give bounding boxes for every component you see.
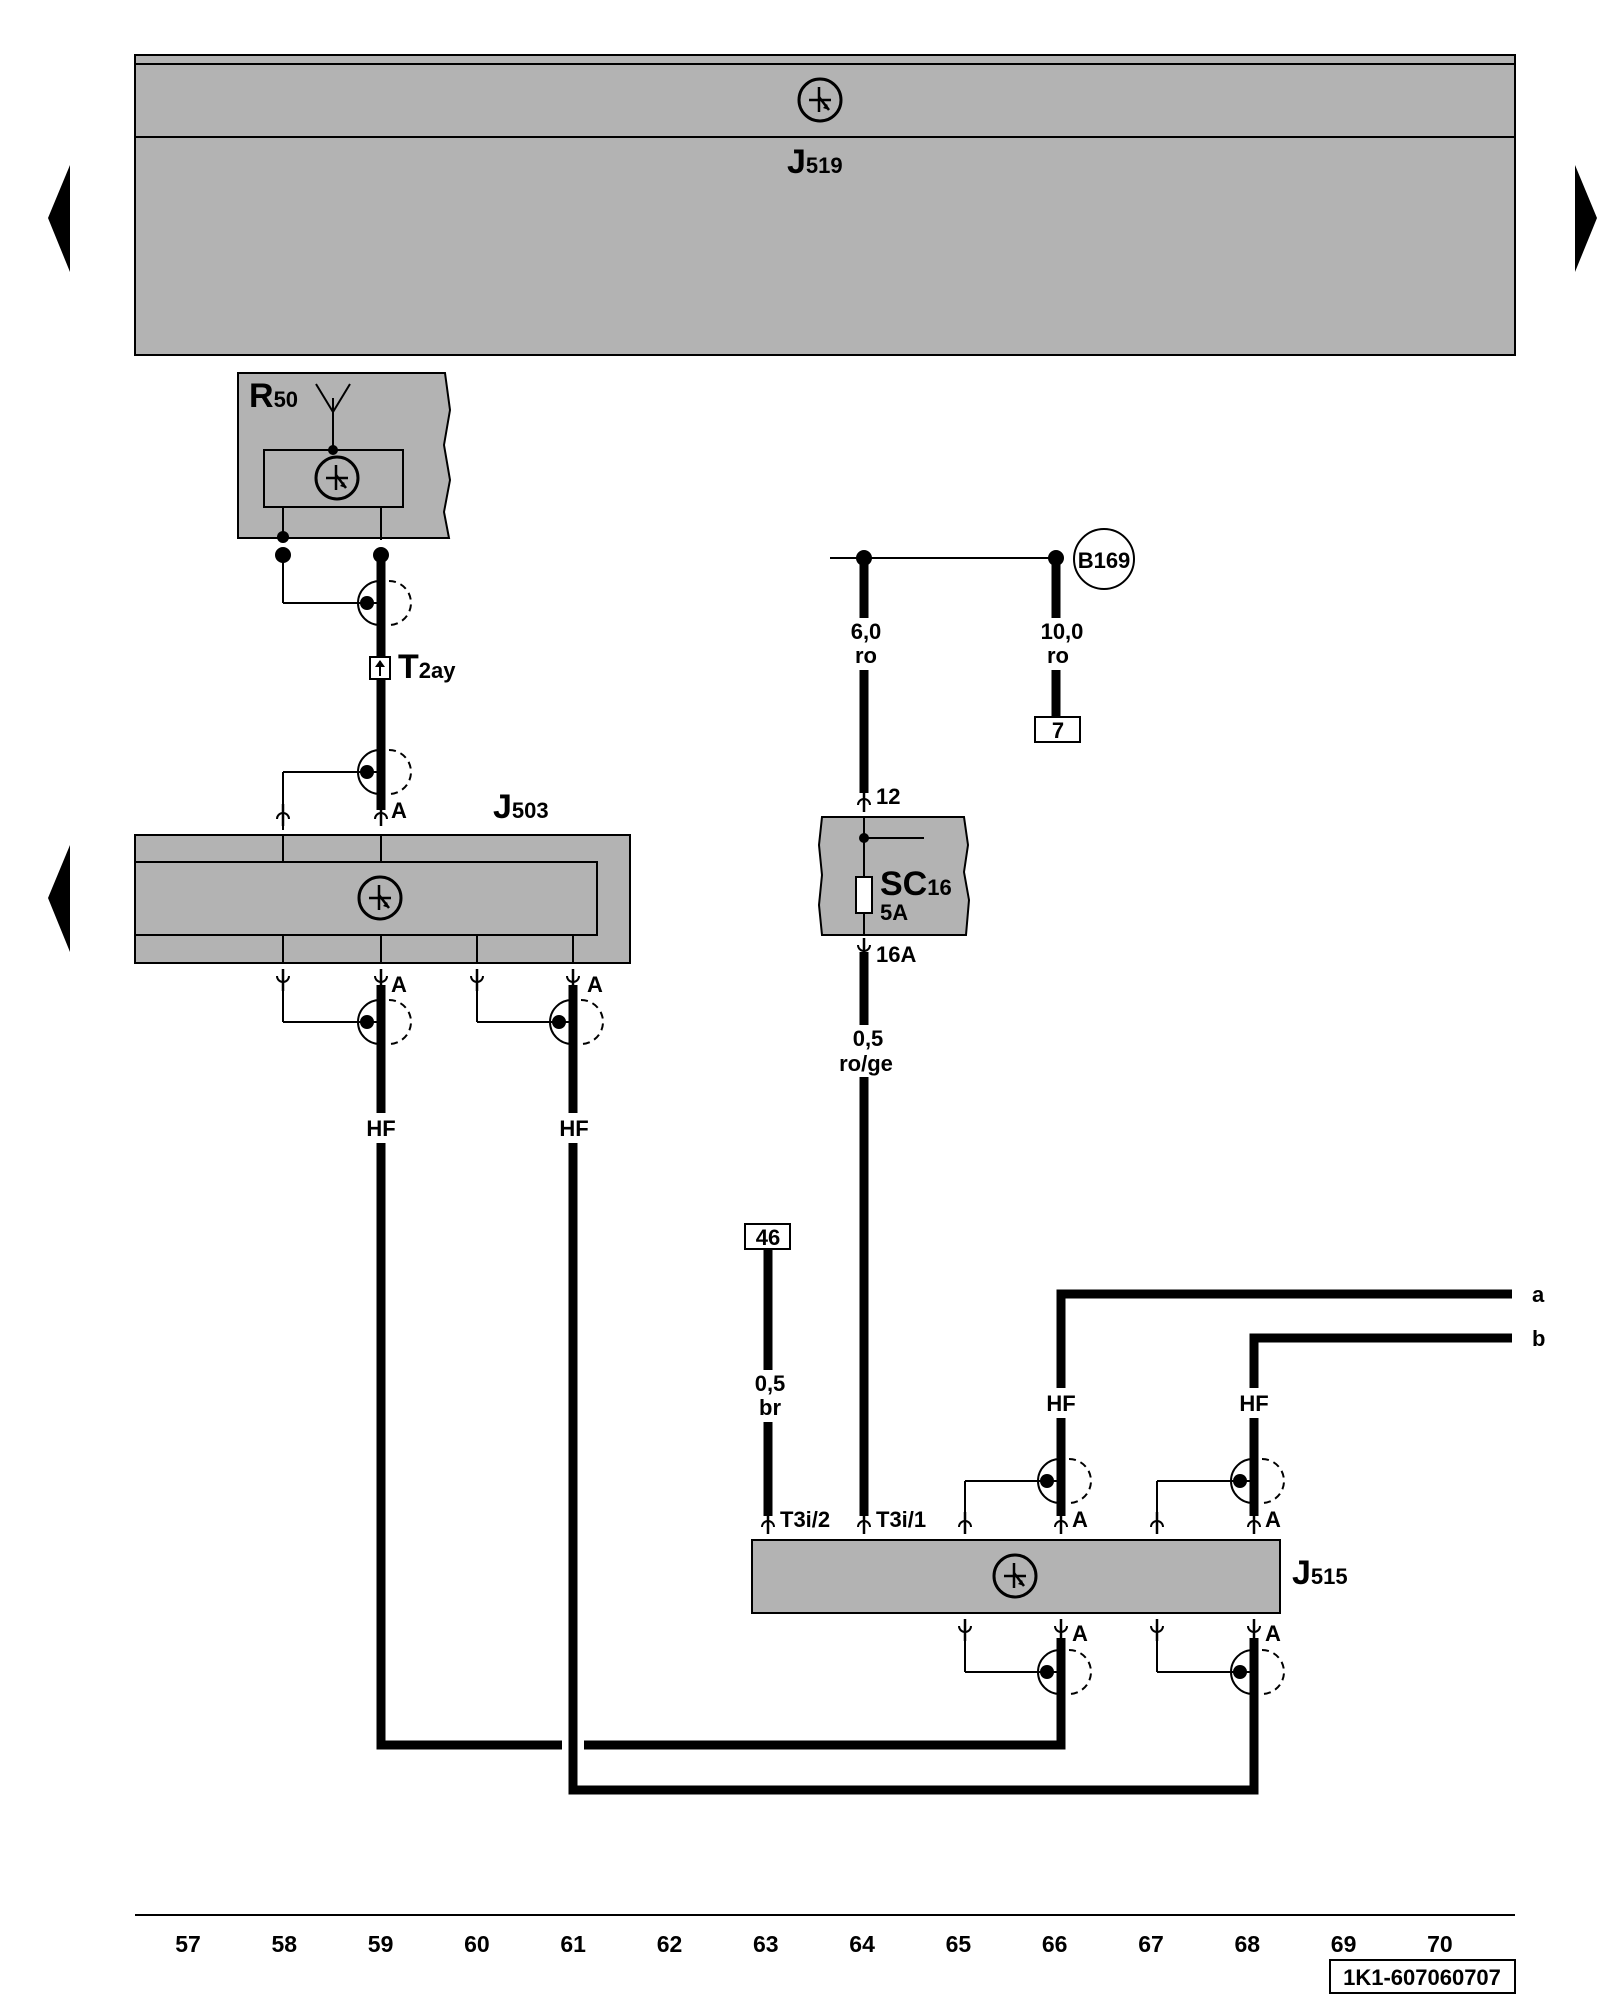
nav-left-top-icon[interactable] [48, 165, 70, 272]
j515-module: J515 [751, 1539, 1348, 1614]
wire-hf-j503-j515-a[interactable] [376, 985, 562, 1750]
ref-box-7[interactable] [1034, 716, 1081, 743]
sc16-rating: 5A [880, 900, 908, 925]
pin-label-a: A [1072, 1621, 1088, 1646]
sc16-fuse: SC16 5A [817, 816, 971, 936]
diagram-id-label: 1K1-607060707 [1343, 1965, 1501, 1990]
pin-icon [275, 967, 291, 993]
t2ay-connector: T2ay [369, 648, 456, 686]
ref-b-label: b [1532, 1326, 1545, 1351]
t2ay-label: T2ay [398, 648, 456, 686]
pin-icon [1149, 1617, 1165, 1643]
pin-label-a: A [1265, 1507, 1281, 1532]
column-number: 66 [1042, 1931, 1068, 1957]
wire-hf-j503-j515-a2[interactable] [584, 1638, 1066, 1750]
r50-antenna: R50 [237, 372, 452, 543]
pin-label-12: 12 [876, 784, 900, 809]
pin-icon [469, 967, 485, 993]
pin-icon [1149, 1510, 1165, 1536]
column-numbers: 57 58 59 60 61 62 63 64 65 66 67 68 69 70 [175, 1931, 1452, 1957]
column-number: 68 [1235, 1931, 1261, 1957]
wire-size-label: 6,0 [851, 619, 882, 644]
r50-label: R50 [249, 377, 298, 415]
pin-icon [275, 802, 291, 828]
wire-size-label: 0,5 [755, 1371, 786, 1396]
column-number: 60 [464, 1931, 490, 1957]
pin-icon [856, 788, 872, 814]
pin-icon [1053, 1617, 1069, 1643]
wire-color-label: ro [855, 643, 877, 668]
hf-label: HF [559, 1116, 588, 1141]
wire-color-label: ro/ge [839, 1051, 893, 1076]
fuse-icon [855, 876, 873, 914]
pin-label-a: A [1265, 1621, 1281, 1646]
wire-hf-j503-j515-b[interactable] [568, 985, 1259, 1795]
ref-46-label: 46 [756, 1225, 780, 1250]
ref-a-label: a [1532, 1282, 1545, 1307]
hf-label: HF [1046, 1391, 1075, 1416]
pin-label-16a: 16A [876, 942, 916, 967]
wire-hf-out-a[interactable] [1056, 1289, 1512, 1516]
sc16-label: SC16 [880, 865, 952, 903]
j503-label: J503 [493, 788, 549, 826]
column-number: 57 [175, 1931, 201, 1957]
column-number: 59 [368, 1931, 394, 1957]
nav-left-mid-icon[interactable] [48, 845, 70, 952]
diagram-id-box: 1K1-607060707 [1329, 1959, 1516, 1994]
j519-module: J519 [134, 54, 1516, 356]
wire-hf-out-b[interactable] [1249, 1333, 1512, 1516]
ref-box-46[interactable] [744, 1223, 791, 1250]
j503-module: J503 [134, 788, 631, 964]
wire-color-label: ro [1047, 643, 1069, 668]
pin-label-a: A [587, 972, 603, 997]
j515-label: J515 [1292, 1554, 1348, 1592]
wire-size-label: 0,5 [853, 1026, 884, 1051]
pin-icon [1246, 1617, 1262, 1643]
pin-icon [957, 1617, 973, 1643]
b169-label: B169 [1078, 548, 1131, 573]
wire-size-label: 10,0 [1041, 619, 1084, 644]
hf-label: HF [1239, 1391, 1268, 1416]
b169-ground-point: B169 [1073, 528, 1135, 590]
column-number: 62 [657, 1931, 683, 1957]
column-number: 69 [1331, 1931, 1357, 1957]
column-number: 58 [272, 1931, 298, 1957]
column-number: 64 [849, 1931, 875, 1957]
pin-icon [957, 1510, 973, 1536]
ref-7-label: 7 [1052, 718, 1064, 743]
pin-label-a: A [391, 972, 407, 997]
column-number: 63 [753, 1931, 779, 1957]
nav-right-icon[interactable] [1575, 165, 1597, 272]
column-number: 67 [1138, 1931, 1164, 1957]
column-number: 70 [1427, 1931, 1453, 1957]
pin-label-a: A [1072, 1507, 1088, 1532]
wire-color-label: br [759, 1395, 781, 1420]
hf-label: HF [366, 1116, 395, 1141]
column-number: 61 [560, 1931, 586, 1957]
pin-label-a: A [391, 798, 407, 823]
pin-label-t3i2: T3i/2 [780, 1507, 830, 1532]
column-number: 65 [946, 1931, 972, 1957]
j519-label: J519 [787, 143, 843, 181]
pin-label-t3i1: T3i/1 [876, 1507, 926, 1532]
